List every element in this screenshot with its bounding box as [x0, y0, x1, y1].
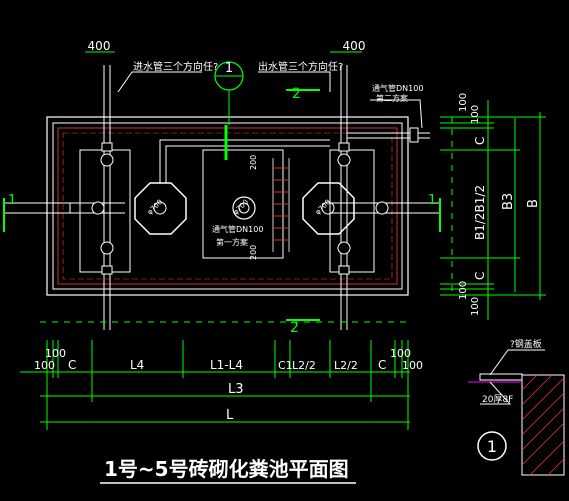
detail-note-pad: 20厚8F: [482, 394, 513, 405]
drawing-title: 1号~5号砖砌化粪池平面图: [104, 457, 349, 481]
dim-l1-l4: L1-L4: [210, 358, 243, 372]
manhole-right: [302, 182, 355, 235]
dim-100-d: 100: [402, 359, 423, 372]
dim-rb1: B1/2B1/2: [473, 185, 487, 240]
inner-wall: [52, 122, 403, 290]
section1-left-id: 1: [8, 193, 16, 208]
detail-marker-id: 1: [487, 437, 497, 456]
note-leader-outlet: [258, 71, 331, 92]
manhole-right-center: [321, 201, 335, 215]
note-vent-right: 通气管DN100: [372, 83, 423, 93]
dim-l2-half-a: L2/2: [292, 359, 316, 372]
detail-leader-cover: [489, 349, 545, 376]
note-vent-right-sub: 第二方案: [376, 93, 408, 103]
dim-r100-c: 100: [458, 281, 469, 300]
detail-hatch: [521, 374, 565, 476]
section2-top-id: 2: [292, 86, 301, 102]
dim-c-right: C: [378, 358, 386, 372]
manhole-left: [134, 182, 187, 235]
pipe-joints: [69, 127, 419, 275]
detail-cover-plate: [479, 373, 523, 381]
pipes: [5, 65, 440, 330]
note-leader-inlet: [117, 71, 202, 93]
dim-c1: C1: [278, 359, 293, 372]
outer-wall: [46, 116, 409, 296]
dim-100-b: 100: [45, 347, 66, 360]
dim-l3: L3: [228, 382, 244, 397]
manhole-left-center: [153, 201, 167, 215]
detail-wall: [521, 374, 565, 476]
vent-pipe-core: [238, 202, 250, 214]
dim-ticks: [46, 340, 409, 430]
dim-100-c: 100: [390, 347, 411, 360]
section-marker-id: 1: [225, 61, 233, 76]
dim-phi-c: φ700: [232, 198, 250, 216]
detail-note-cover: ?钢盖板: [510, 338, 542, 350]
ladder-rungs: [273, 167, 289, 241]
dim-b: B: [526, 199, 541, 208]
dim-top-left: 400: [88, 39, 111, 53]
dim-top-right: 400: [343, 39, 366, 53]
outlet-chamber: [329, 149, 375, 273]
dim-rc-bot: C: [473, 272, 487, 280]
note-outlet: 出水管三个方向任?: [258, 60, 343, 73]
detail-marker: [477, 431, 507, 461]
dim-r100-a: 100: [458, 93, 469, 112]
dim-r100-b: 100: [470, 105, 481, 124]
vent-pipe-center: [232, 196, 256, 220]
note-vent-center: 通气管DN100: [212, 224, 263, 234]
dim-l: L: [226, 408, 234, 423]
detail-leader-pad: [480, 381, 512, 405]
section2-bottom-id: 2: [290, 320, 299, 336]
note-inlet: 进水管三个方向任?: [133, 60, 218, 73]
dim-l4: L4: [130, 358, 144, 372]
dim-l2-half-b: L2/2: [334, 359, 358, 372]
note-leader-vent: [370, 99, 423, 129]
dim-100-a: 100: [34, 359, 55, 372]
section1-right-id: 1: [428, 193, 436, 208]
note-vent-center-sub: 第一方案: [216, 237, 248, 247]
dim-200-a: 200: [249, 155, 258, 170]
dim-b3: B3: [501, 193, 516, 210]
dim-r100-d: 100: [470, 297, 481, 316]
dim-200-b: 200: [249, 245, 258, 260]
dim-right-ticks: [440, 116, 546, 296]
dim-rc-top: C: [473, 137, 487, 145]
dim-c-left: C: [68, 358, 76, 372]
